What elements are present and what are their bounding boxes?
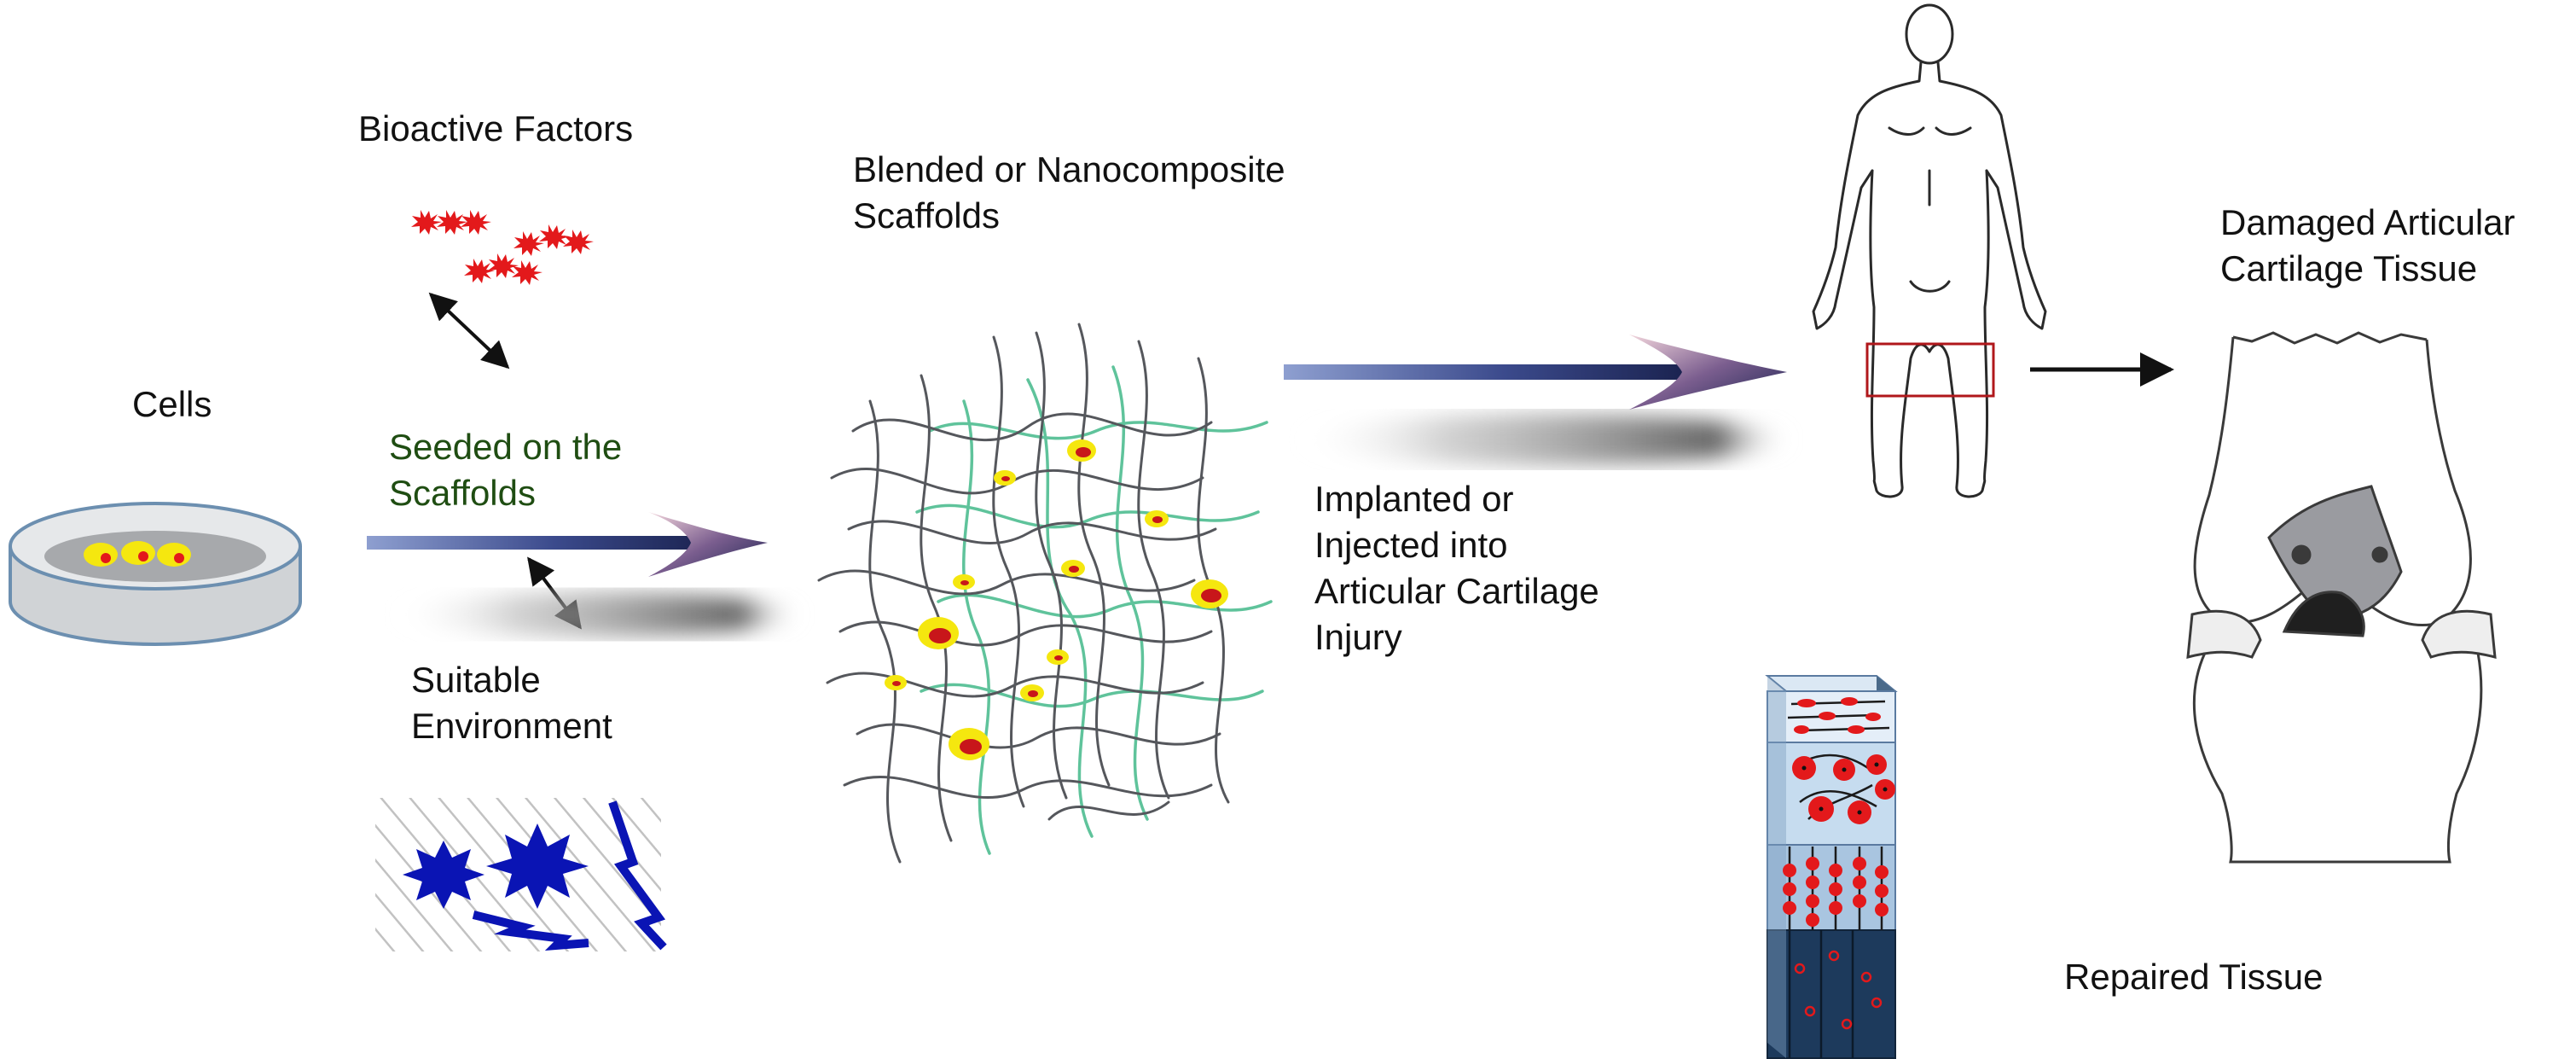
damaged-cartilage-label: Damaged Articular Cartilage Tissue <box>2220 202 2515 288</box>
process-arrow-1 <box>367 512 802 637</box>
cells-label: Cells <box>132 384 212 424</box>
scaffold-network-icon <box>817 323 1273 864</box>
petri-dish-icon <box>9 502 302 646</box>
implanted-label: Implanted or Injected into Articular Car… <box>1314 479 1599 657</box>
bioactive-factors-label: Bioactive Factors <box>358 108 634 148</box>
process-arrow-2 <box>1284 335 1791 512</box>
repaired-tissue-label: Repaired Tissue <box>2064 957 2324 997</box>
human-body-icon <box>1812 3 2047 498</box>
knee-highlight-box <box>1865 342 1995 398</box>
environment-icon <box>375 798 667 951</box>
double-arrow-factors <box>428 292 510 369</box>
seeded-label: Seeded on the Scaffolds <box>389 427 623 513</box>
scaffolds-label: Blended or Nanocomposite Scaffolds <box>853 149 1285 236</box>
knee-joint-icon <box>2186 331 2497 864</box>
cell-cluster <box>84 541 191 567</box>
suitable-environment-label: Suitable Environment <box>411 660 612 746</box>
scaffold-cells <box>885 439 1228 760</box>
bioactive-factor-stars <box>411 210 594 285</box>
tissue-block-icon <box>1765 675 1898 1059</box>
